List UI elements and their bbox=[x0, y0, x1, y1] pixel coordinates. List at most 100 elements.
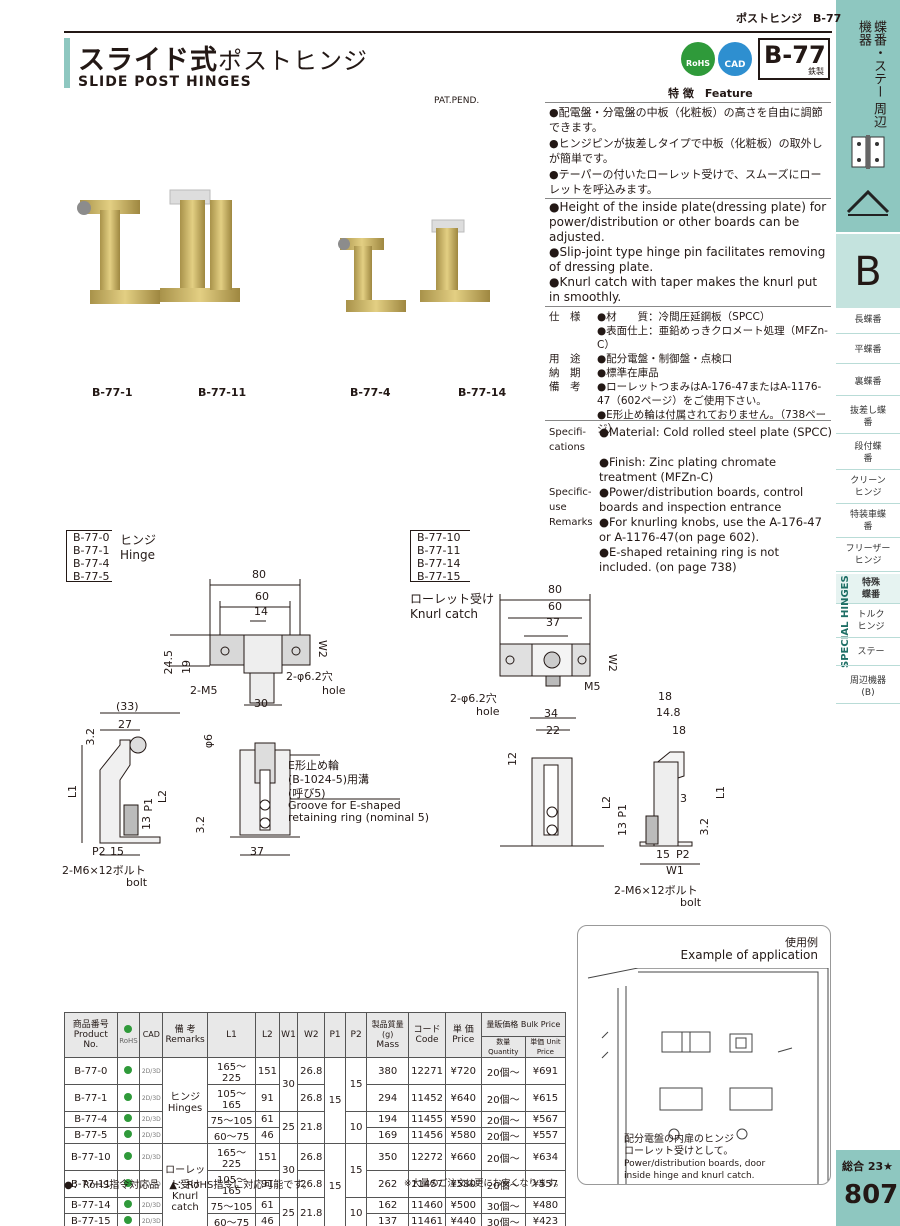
th-unit: 単価 Unit Price bbox=[524, 1036, 567, 1058]
hl-dim-37: 37 bbox=[250, 845, 264, 858]
cell-l2: 151 bbox=[255, 1143, 280, 1171]
cell-l1: 75〜105 bbox=[206, 1197, 257, 1214]
feature-jp-1: ●配電盤・分電盤の中板（化粧板）の高さを自由に調節できます。 bbox=[549, 106, 823, 134]
cell-unit-price: ¥557 bbox=[524, 1127, 567, 1144]
hl-dim-30: 30 bbox=[254, 697, 268, 710]
sidebar: 蝶番・ステー 周辺機器 B 長蝶番 平蝶番 裏蝶番 抜差し蝶番 段付蝶番 クリー… bbox=[836, 0, 900, 1226]
th-rohs-text: RoHS bbox=[119, 1036, 138, 1045]
hl-dim-bolt-en: bolt bbox=[126, 876, 148, 889]
cell-rohs bbox=[116, 1084, 141, 1112]
feature-en-3: ●Knurl catch with taper makes the knurl … bbox=[549, 275, 818, 304]
cell-w1: 30 bbox=[278, 1057, 299, 1112]
page-title: スライド式ポストヒンジ bbox=[78, 38, 368, 77]
rohs-badge: RoHS bbox=[681, 42, 715, 76]
cell-code: 11456 bbox=[408, 1127, 446, 1144]
sidebar-item-flat-hinge[interactable]: 平蝶番 bbox=[836, 340, 900, 364]
rohs-dot-icon bbox=[124, 1178, 133, 1187]
sidebar-item-special-hinge[interactable]: 特殊蝶番 bbox=[836, 574, 900, 604]
title-rest: ポストヒンジ bbox=[218, 47, 368, 75]
application-caption-4: inside hinge and knurl catch. bbox=[624, 1171, 755, 1181]
cell-w2: 26.8 bbox=[297, 1143, 326, 1171]
cell-p2: 10 bbox=[345, 1111, 368, 1144]
cell-rohs bbox=[116, 1057, 141, 1085]
application-illustration bbox=[587, 968, 829, 1184]
spec-jp-val-5: ●ローレットつまみはA-176-47またはA-1176-47（602ページ）をご… bbox=[597, 381, 822, 407]
sidebar-item-stay[interactable]: ステー bbox=[836, 642, 900, 666]
hinge-name-jp: ヒンジ bbox=[120, 533, 157, 547]
table-footnote-right: ※大量のご注文は更にお安くなります。 bbox=[404, 1179, 564, 1189]
hl-dim-3-2b: 3.2 bbox=[194, 816, 207, 834]
cell-p2: 15 bbox=[345, 1143, 368, 1198]
product-photo-illustration bbox=[77, 189, 490, 312]
kc-dim-14-8: 14.8 bbox=[656, 706, 681, 719]
remarks-jp: ローレット受け bbox=[165, 1164, 206, 1191]
th-w1: W1 bbox=[278, 1012, 299, 1058]
sidebar-header: 蝶番・ステー 周辺機器 B bbox=[836, 0, 900, 308]
cell-price: ¥500 bbox=[444, 1197, 482, 1214]
kc-dim-18a: 18 bbox=[658, 690, 672, 703]
th-code-jp: コード bbox=[413, 1025, 441, 1035]
photo-label-2: B-77-11 bbox=[198, 386, 247, 399]
cell-w2: 26.8 bbox=[297, 1084, 326, 1112]
kc-dim-37: 37 bbox=[546, 616, 560, 629]
model-box: B-77 鉄製 bbox=[758, 38, 830, 80]
cell-l2: 151 bbox=[255, 1057, 280, 1085]
sidebar-item-freezer-hinge[interactable]: フリーザーヒンジ bbox=[836, 540, 900, 572]
sidebar-item-vehicle-hinge[interactable]: 特装車蝶番 bbox=[836, 506, 900, 538]
cad-badge-text: CAD bbox=[724, 60, 746, 70]
rohs-dot-icon bbox=[124, 1114, 133, 1122]
spec-en-key-2 bbox=[549, 455, 599, 485]
sidebar-item-clean-hinge[interactable]: クリーンヒンジ bbox=[836, 472, 900, 504]
cell-product-no: B-77-15 bbox=[64, 1213, 118, 1226]
hinge-icon bbox=[850, 135, 886, 169]
total-label: 総合 bbox=[842, 1160, 864, 1173]
cell-price: ¥640 bbox=[444, 1084, 482, 1112]
sidebar-item-step-hinge[interactable]: 段付蝶番 bbox=[836, 438, 900, 470]
spec-jp-val-4: ●標準在庫品 bbox=[597, 367, 659, 379]
cell-qty: 20個〜 bbox=[480, 1127, 526, 1144]
cell-w2: 26.8 bbox=[297, 1170, 326, 1198]
hl-eclip-3: (呼び5) bbox=[288, 787, 326, 800]
cad-badge: CAD bbox=[718, 42, 752, 76]
cell-mass: 169 bbox=[366, 1127, 410, 1144]
patent-pending: PAT.PEND. bbox=[434, 96, 480, 106]
cell-qty: 20個〜 bbox=[480, 1084, 526, 1112]
rohs-dot-icon bbox=[124, 1200, 133, 1208]
cell-l1: 60〜75 bbox=[206, 1127, 257, 1144]
sidebar-item-torque-hinge[interactable]: トルクヒンジ bbox=[836, 606, 900, 638]
hl-eclip-4: Groove for E-shaped bbox=[288, 799, 401, 812]
sidebar-item-lift-off-hinge[interactable]: 抜差し蝶番 bbox=[836, 402, 900, 434]
spec-jp-key-2 bbox=[549, 324, 597, 352]
remarks-en: Knurl catch bbox=[171, 1190, 199, 1213]
th-l1: L1 bbox=[206, 1012, 257, 1058]
sidebar-item-back-hinge[interactable]: 裏蝶番 bbox=[836, 372, 900, 396]
cell-l1: 105〜165 bbox=[206, 1084, 257, 1112]
cell-price: ¥590 bbox=[444, 1111, 482, 1128]
sidebar-item-peripherals[interactable]: 周辺機器(B) bbox=[836, 672, 900, 704]
kc-dim-m5: M5 bbox=[584, 680, 601, 693]
feature-en-1: ●Height of the inside plate(dressing pla… bbox=[549, 200, 827, 244]
hinge-drawing bbox=[81, 579, 400, 856]
photo-label-4: B-77-14 bbox=[458, 386, 507, 399]
th-cad-text: CAD bbox=[142, 1030, 160, 1039]
cell-l2: 46 bbox=[255, 1127, 280, 1144]
hl-dim-2-m5: 2-M5 bbox=[190, 684, 218, 697]
feature-heading: 特 徴 Feature bbox=[668, 87, 753, 100]
knurl-model-2: B-77-11 bbox=[417, 544, 461, 557]
hl-dim-13: 13 bbox=[140, 816, 153, 830]
remarks-jp: ヒンジ bbox=[170, 1091, 201, 1103]
spec-en-val-3: ●Power/distribution boards, control boar… bbox=[599, 485, 804, 514]
cell-rohs bbox=[116, 1111, 141, 1128]
hl-dim-3-2a: 3.2 bbox=[84, 728, 97, 746]
hl-eclip-1: E形止め輪 bbox=[288, 759, 339, 772]
cell-unit-price: ¥423 bbox=[524, 1213, 567, 1226]
page-subtitle: SLIDE POST HINGES bbox=[78, 74, 252, 90]
hl-dim-p2: P2 bbox=[92, 845, 106, 858]
hinge-model-3: B-77-4 bbox=[73, 557, 110, 570]
th-mass-jp: 製品質量(g) bbox=[371, 1020, 404, 1039]
sidebar-item-long-hinge[interactable]: 長蝶番 bbox=[836, 310, 900, 334]
cell-w1: 25 bbox=[278, 1111, 299, 1144]
